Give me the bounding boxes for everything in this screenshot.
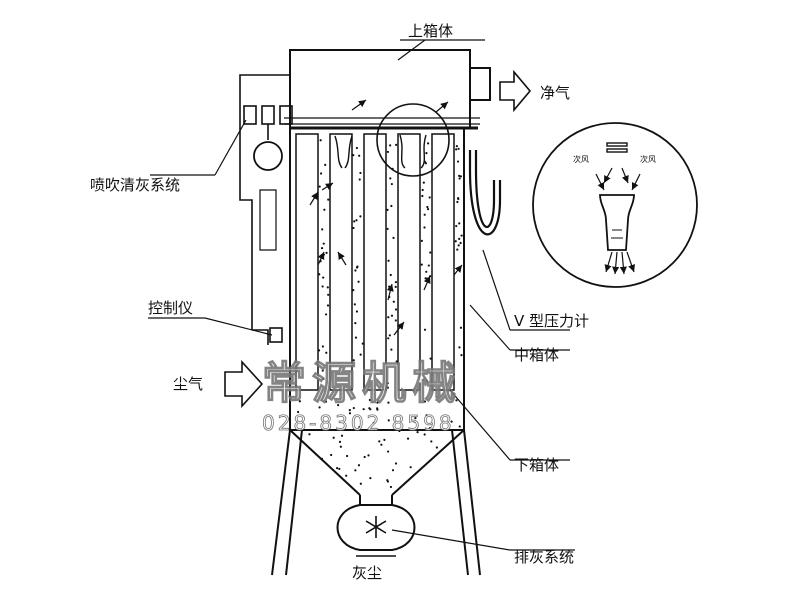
label-middle-box: 中箱体 [514, 346, 559, 364]
label-lower-box: 下箱体 [514, 456, 559, 474]
filter-bag-4 [397, 133, 421, 391]
v-gauge-shape [468, 150, 502, 236]
clean-gas-arrow [499, 69, 532, 113]
filter-bag-3 [363, 133, 387, 391]
watermark-brand: 常源机械 [262, 358, 462, 409]
label-pulse-cleaning: 喷吹清灰系统 [90, 176, 180, 194]
rotary-valve-star [365, 516, 387, 538]
label-clean-gas: 净气 [540, 84, 570, 102]
filter-bag-5 [431, 133, 455, 391]
label-dust-gas: 尘气 [173, 375, 203, 393]
label-secondary-air-right: 次风 [640, 154, 656, 164]
watermark: 常源机械 028-8302 8598 [261, 357, 462, 435]
lower-box-shape [289, 429, 465, 496]
label-ash: 灰尘 [352, 564, 382, 582]
label-secondary-air-left: 次风 [573, 154, 589, 164]
nozzle-shape [599, 194, 635, 251]
dust-particles [296, 139, 463, 489]
air-tank [253, 141, 283, 171]
label-controller: 控制仪 [148, 299, 193, 317]
label-v-gauge: V 型压力计 [514, 312, 589, 330]
label-upper-box: 上箱体 [408, 22, 453, 40]
detail-circle [532, 122, 698, 288]
watermark-phone: 028-8302 8598 [262, 411, 455, 435]
dust-gas-arrow [224, 359, 264, 409]
rotary-valve [336, 504, 416, 551]
label-ash-discharge: 排灰系统 [514, 548, 574, 566]
filter-bag-1 [295, 133, 319, 391]
solenoid-valve-1 [243, 105, 257, 125]
filter-bag-2 [329, 133, 353, 391]
solenoid-valve-3 [279, 105, 293, 125]
upper-box-shape [289, 49, 471, 128]
solenoid-valve-2 [261, 105, 275, 125]
middle-box-shape [289, 128, 465, 430]
